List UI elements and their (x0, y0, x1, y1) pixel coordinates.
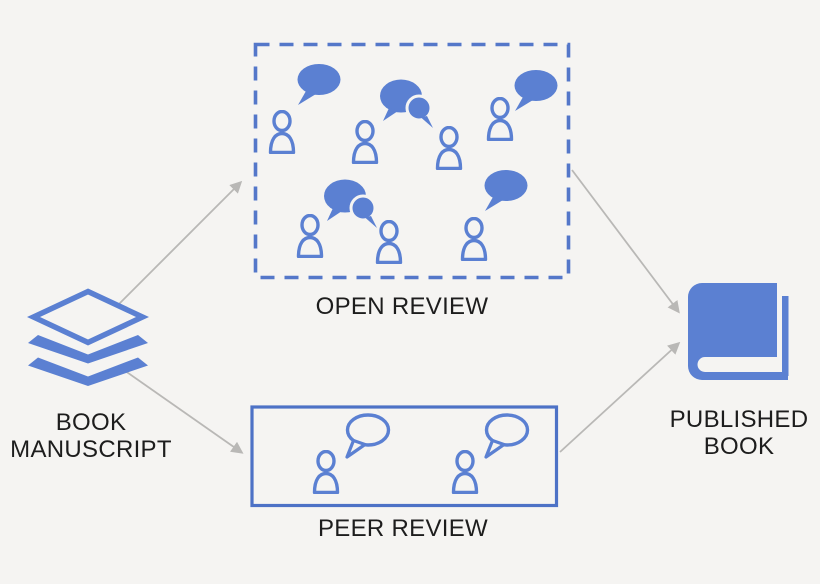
reviewer-icon (451, 450, 479, 494)
reviewer-icon (312, 450, 340, 494)
peer-review-group (312, 413, 530, 494)
open-review-group (268, 64, 558, 264)
reviewer-icon (296, 214, 324, 258)
reviewer-icon (460, 217, 488, 261)
published-book-icon (688, 283, 789, 380)
reviewer-icon (268, 110, 296, 154)
reviewer-icon (435, 126, 463, 170)
arrow-manuscript-to-peer-review (120, 367, 244, 454)
outline-speech-bubble-icon (345, 413, 391, 459)
reviewer-icon (351, 120, 379, 164)
double-speech-bubble-icon (323, 179, 379, 229)
double-speech-bubble-icon (379, 79, 435, 129)
peer-review-label: PEER REVIEW (318, 515, 488, 542)
manuscript-label-line2: MANUSCRIPT (10, 436, 172, 463)
manuscript-label-line1: BOOK (55, 409, 127, 436)
arrow-peer-review-to-published-book (559, 341, 681, 453)
arrows (115, 169, 681, 454)
reviewer-icon (375, 220, 403, 264)
open-review-box (253, 42, 571, 280)
published-book-label-line2: BOOK (703, 433, 775, 460)
published-book-label-line1: PUBLISHED (669, 406, 809, 433)
speech-bubble-icon (484, 170, 528, 211)
open-review-label: OPEN REVIEW (315, 293, 489, 320)
arrow-manuscript-to-open-review (115, 180, 243, 308)
manuscript-label: BOOK MANUSCRIPT (8, 409, 174, 463)
peer-review-box (250, 405, 559, 508)
arrow-open-review-to-published-book (571, 169, 680, 314)
reviewer-icon (486, 97, 514, 141)
speech-bubble-icon (514, 70, 558, 111)
outline-speech-bubble-icon (484, 413, 530, 459)
manuscript-layers-icon (27, 288, 149, 386)
published-book-label: PUBLISHED BOOK (661, 406, 817, 460)
speech-bubble-icon (297, 64, 341, 105)
